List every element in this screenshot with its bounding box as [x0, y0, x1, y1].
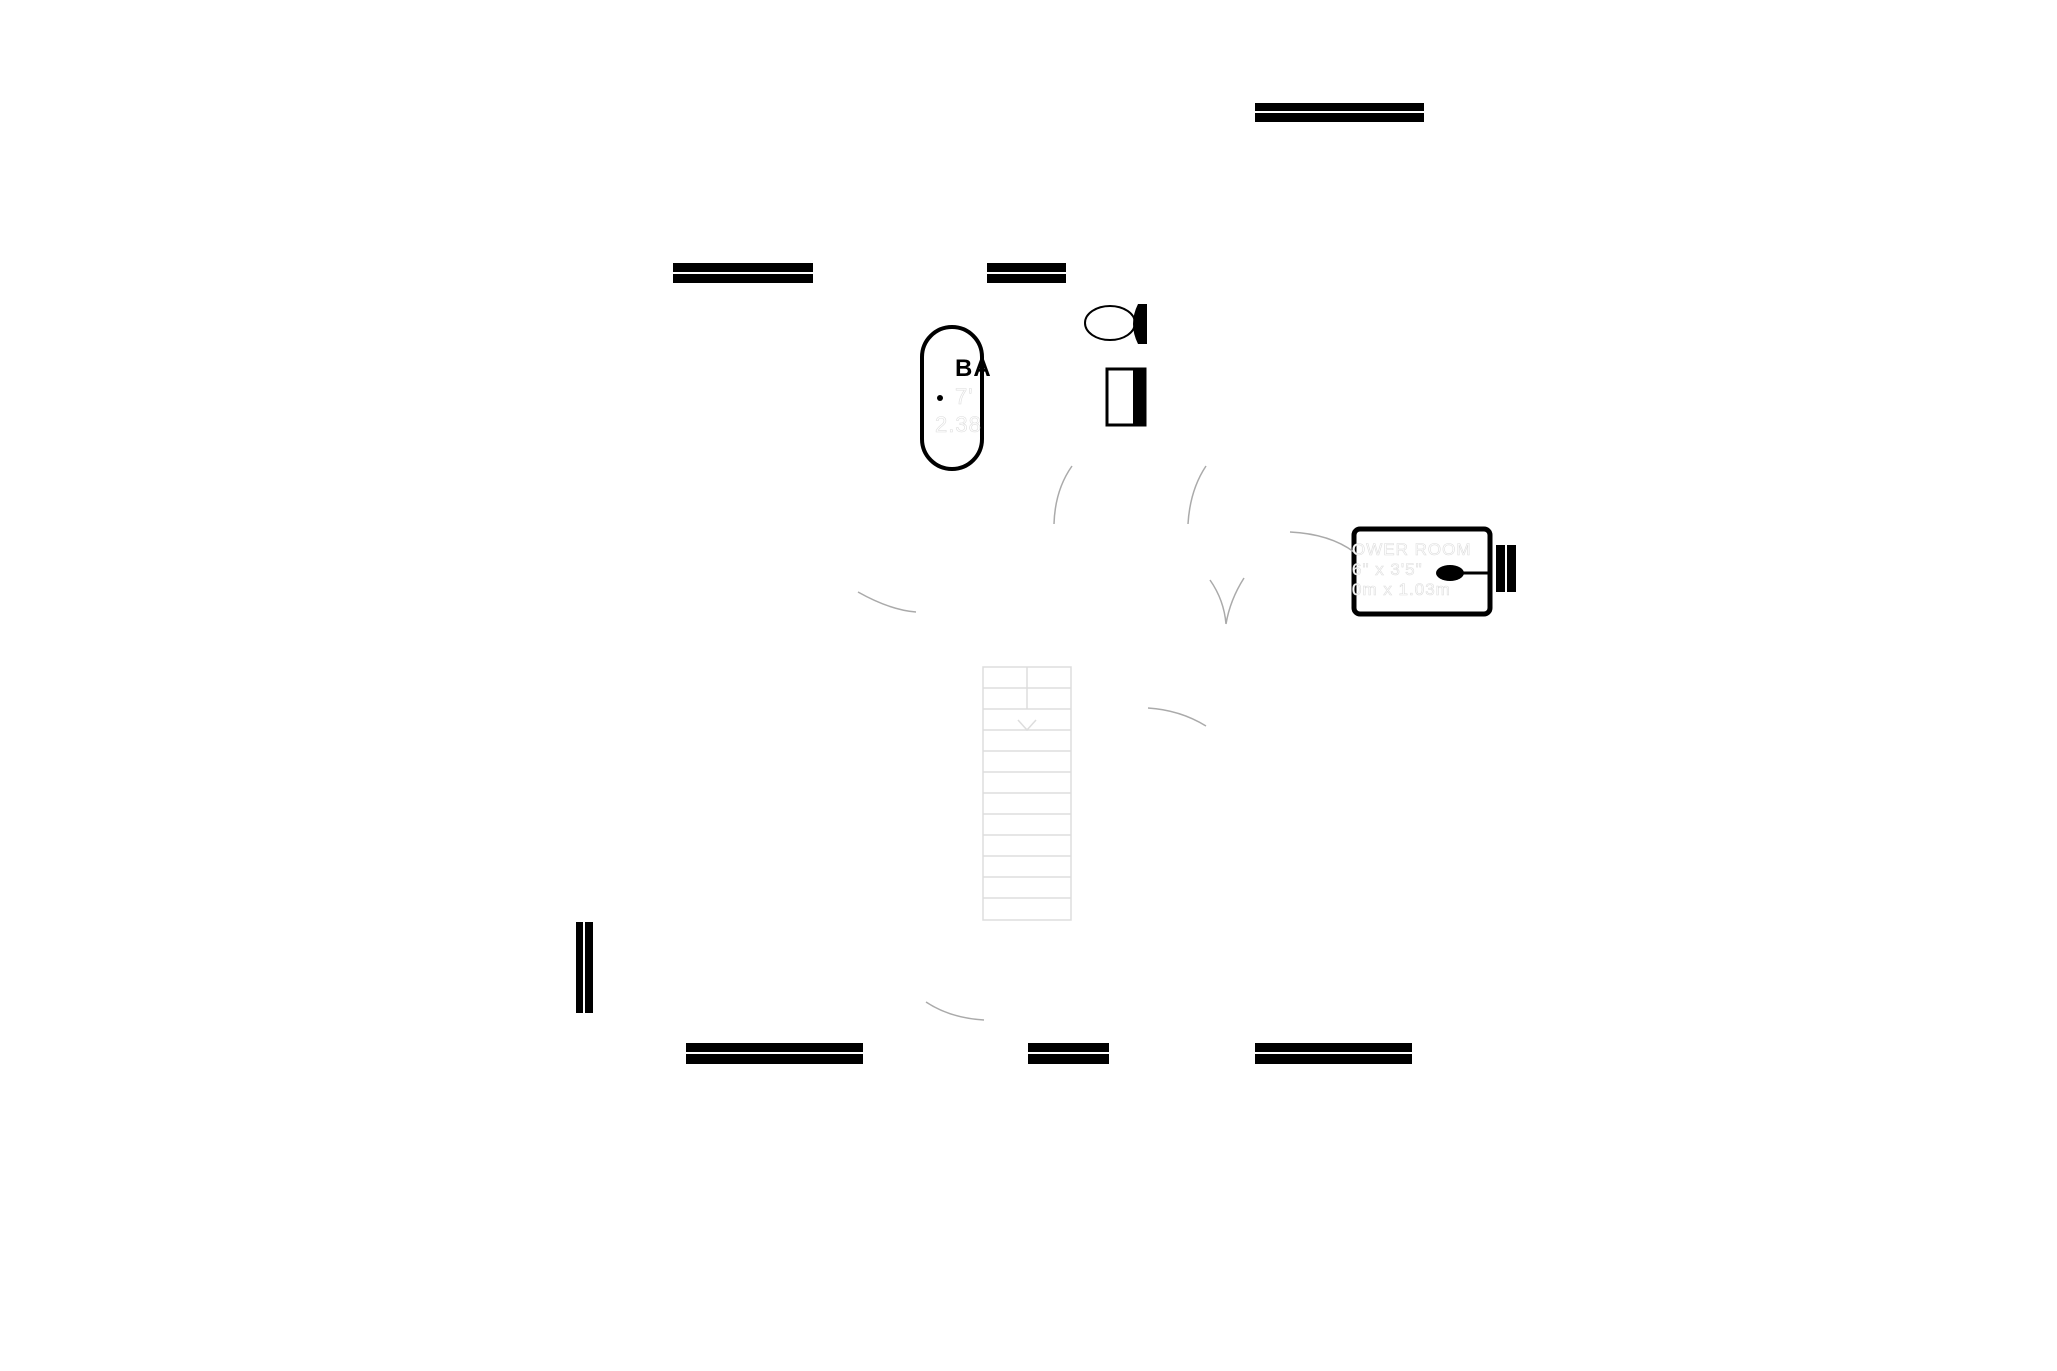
shower-room-name: OWER ROOM [1352, 540, 1472, 560]
wall-inner-lines [583, 111, 1507, 1054]
toilet-tank [1133, 304, 1147, 344]
staircase [982, 666, 1072, 921]
door-swing-arcs [857, 465, 1355, 1021]
sink-counter [1133, 369, 1145, 425]
bathtub-label: BA 7' 2.38 [935, 355, 992, 439]
shower-room-metric: 0m x 1.03m [1352, 580, 1451, 600]
bathtub-label-line2: 7' [955, 384, 974, 410]
bathtub [920, 325, 984, 471]
bathtub-label-line1: BA [955, 355, 992, 382]
shower-tray [1351, 526, 1493, 617]
bathtub-drain [937, 395, 943, 401]
toilet-bowl [1084, 305, 1136, 341]
shower-room-label: OWER ROOM 6" x 3'5" 0m x 1.03m [1352, 540, 1472, 600]
bathtub-label-line3: 2.38 [935, 412, 982, 438]
shower-room-imperial: 6" x 3'5" [1352, 560, 1423, 580]
